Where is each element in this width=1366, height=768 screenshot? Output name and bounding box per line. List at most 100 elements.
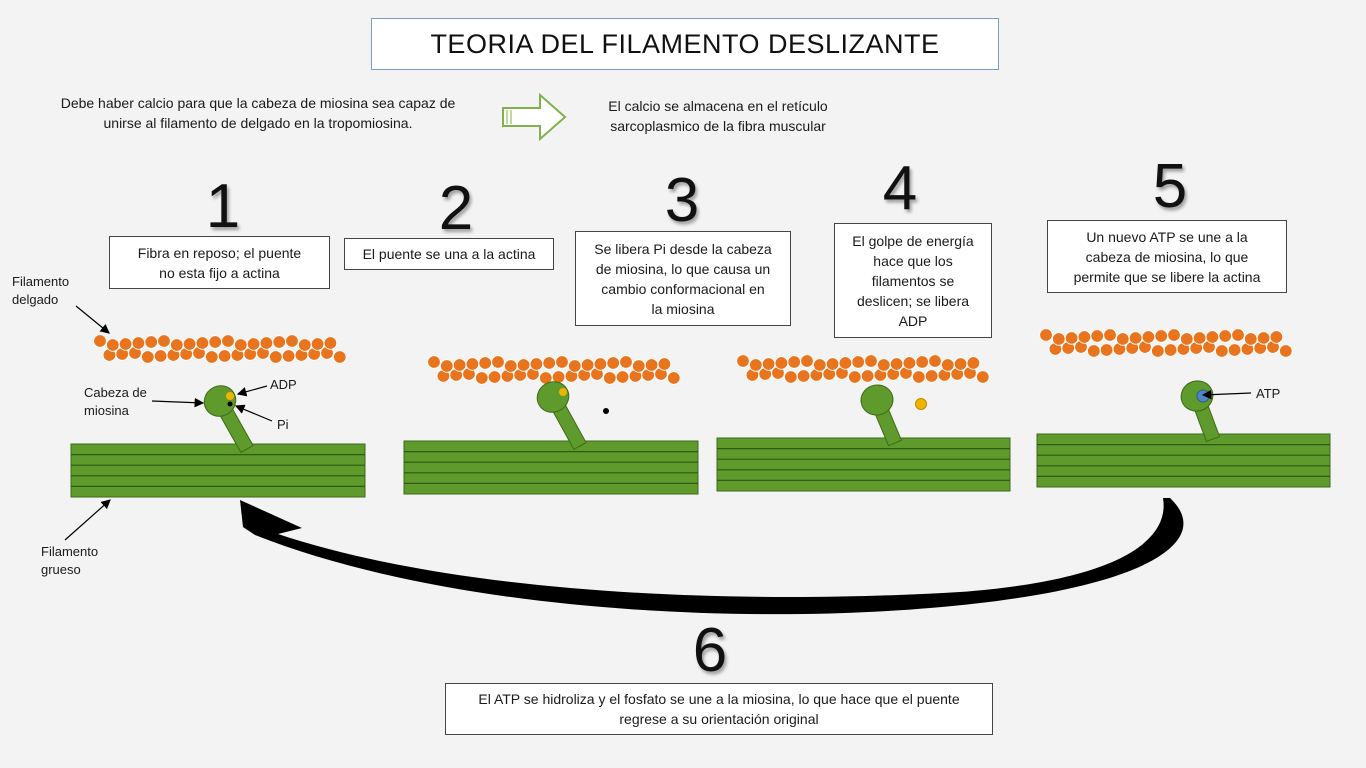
actin-bead bbox=[1231, 328, 1245, 342]
actin-bead bbox=[1103, 328, 1117, 342]
actin-bead bbox=[205, 350, 219, 364]
myosin-head-label: Cabeza de miosina bbox=[84, 384, 147, 420]
actin-bead bbox=[928, 354, 942, 368]
step-caption-3: Se libera Pi desde la cabeza de miosina,… bbox=[575, 231, 791, 326]
actin-bead bbox=[555, 355, 569, 369]
actin-bead bbox=[310, 337, 325, 351]
actin-bead bbox=[452, 358, 467, 372]
myosin-head-3 bbox=[860, 384, 903, 447]
thick-filament-4 bbox=[1036, 433, 1331, 488]
actin-bead bbox=[749, 358, 763, 372]
actin-bead bbox=[234, 338, 248, 352]
actin-bead bbox=[912, 370, 926, 384]
intro-left-line: unirse al filamento de delgado en la tro… bbox=[103, 115, 413, 131]
adp-dot bbox=[226, 392, 234, 400]
thin-filament-pointer bbox=[75, 305, 110, 334]
cycle-return-arrow bbox=[240, 498, 1184, 615]
actin-bead bbox=[580, 358, 595, 372]
caption-line: no esta fijo a actina bbox=[159, 264, 280, 281]
intro-right-line: El calcio se almacena en el retículo bbox=[608, 98, 828, 114]
actin-bead bbox=[1077, 330, 1092, 344]
step-number-1: 1 bbox=[205, 172, 241, 241]
caption-line: permite que se libere la actina bbox=[1073, 268, 1261, 285]
caption-line: deslicen; se libera bbox=[856, 292, 970, 309]
label-line: Filamento bbox=[41, 544, 99, 559]
intro-left-text: Debe haber calcio para que la cabeza de … bbox=[36, 93, 480, 133]
actin-bead bbox=[1141, 330, 1156, 344]
step-number-6: 6 bbox=[692, 616, 728, 685]
actin-bead bbox=[1180, 332, 1194, 346]
actin-bead bbox=[487, 370, 502, 384]
caption-line: hace que los bbox=[873, 252, 953, 269]
intro-arrow-icon bbox=[502, 92, 567, 142]
actin-bead bbox=[217, 349, 232, 363]
label-line: grueso bbox=[41, 562, 81, 577]
actin-bead bbox=[141, 350, 155, 364]
actin-bead bbox=[478, 356, 492, 370]
pi-label: Pi bbox=[277, 417, 289, 432]
actin-bead bbox=[615, 370, 630, 384]
actin-bead bbox=[825, 357, 840, 371]
actin-bead bbox=[902, 356, 917, 370]
actin-bead bbox=[285, 334, 299, 348]
actin-bead bbox=[1064, 331, 1079, 345]
thin-filament-2 bbox=[427, 355, 681, 385]
actin-bead bbox=[475, 371, 489, 385]
actin-bead bbox=[1269, 330, 1284, 344]
actin-bead bbox=[800, 354, 814, 368]
intro-right-text: El calcio se almacena en el retículo sar… bbox=[580, 96, 856, 136]
caption-line: El puente se una a la actina bbox=[362, 246, 536, 262]
actin-bead bbox=[269, 350, 283, 364]
myosin-head-4 bbox=[1180, 380, 1221, 443]
actin-bead bbox=[941, 358, 955, 372]
actin-bead bbox=[1099, 343, 1114, 357]
actin-bead bbox=[106, 338, 120, 352]
caption-line: de miosina, lo que causa un bbox=[595, 260, 771, 277]
actin-bead bbox=[542, 356, 556, 370]
thick-filament-2 bbox=[403, 440, 699, 495]
actin-bead bbox=[1090, 329, 1104, 343]
actin-bead bbox=[182, 337, 197, 351]
actin-bead bbox=[170, 338, 184, 352]
actin-bead bbox=[153, 349, 168, 363]
actin-bead bbox=[281, 349, 296, 363]
step-caption-2: El puente se una a la actina bbox=[344, 238, 554, 270]
actin-bead bbox=[195, 336, 210, 350]
atp-pointer bbox=[1201, 389, 1252, 400]
actin-bead bbox=[860, 369, 875, 383]
actin-bead bbox=[221, 334, 235, 348]
adp-released-dot bbox=[915, 398, 927, 410]
thick-filament-3 bbox=[716, 437, 1011, 492]
actin-bead bbox=[976, 370, 990, 384]
thick-filament-label: Filamento grueso bbox=[41, 543, 98, 579]
label-line: delgado bbox=[12, 292, 59, 307]
actin-bead bbox=[593, 357, 608, 371]
actin-bead bbox=[966, 356, 981, 370]
actin-bead bbox=[915, 355, 929, 369]
step-caption-4: El golpe de energía hace que los filamen… bbox=[834, 223, 992, 338]
actin-bead bbox=[657, 357, 672, 371]
actin-bead bbox=[889, 357, 904, 371]
caption-line: regrese a su orientación original bbox=[619, 711, 819, 727]
thin-filament-1 bbox=[93, 334, 347, 364]
actin-bead bbox=[877, 358, 891, 372]
caption-line: El ATP se hidroliza y el fosfato se une … bbox=[478, 691, 960, 707]
actin-bead bbox=[246, 337, 261, 351]
actin-bead bbox=[736, 354, 750, 368]
actin-bead bbox=[851, 355, 865, 369]
actin-bead bbox=[1039, 328, 1053, 342]
actin-bead bbox=[1052, 332, 1066, 346]
myosin-head-2 bbox=[536, 381, 587, 451]
caption-line: la miosina bbox=[651, 300, 715, 317]
adp-pointer bbox=[236, 385, 268, 397]
step-caption-1: Fibra en reposo; el puente no esta fijo … bbox=[109, 236, 330, 289]
actin-bead bbox=[144, 335, 158, 349]
actin-bead bbox=[1244, 332, 1258, 346]
actin-bead bbox=[644, 358, 659, 372]
actin-bead bbox=[440, 359, 454, 373]
actin-bead bbox=[1256, 331, 1271, 345]
step-number-3: 3 bbox=[664, 166, 700, 235]
caption-line: cabeza de miosina, lo que bbox=[1085, 248, 1249, 265]
actin-bead bbox=[619, 355, 633, 369]
